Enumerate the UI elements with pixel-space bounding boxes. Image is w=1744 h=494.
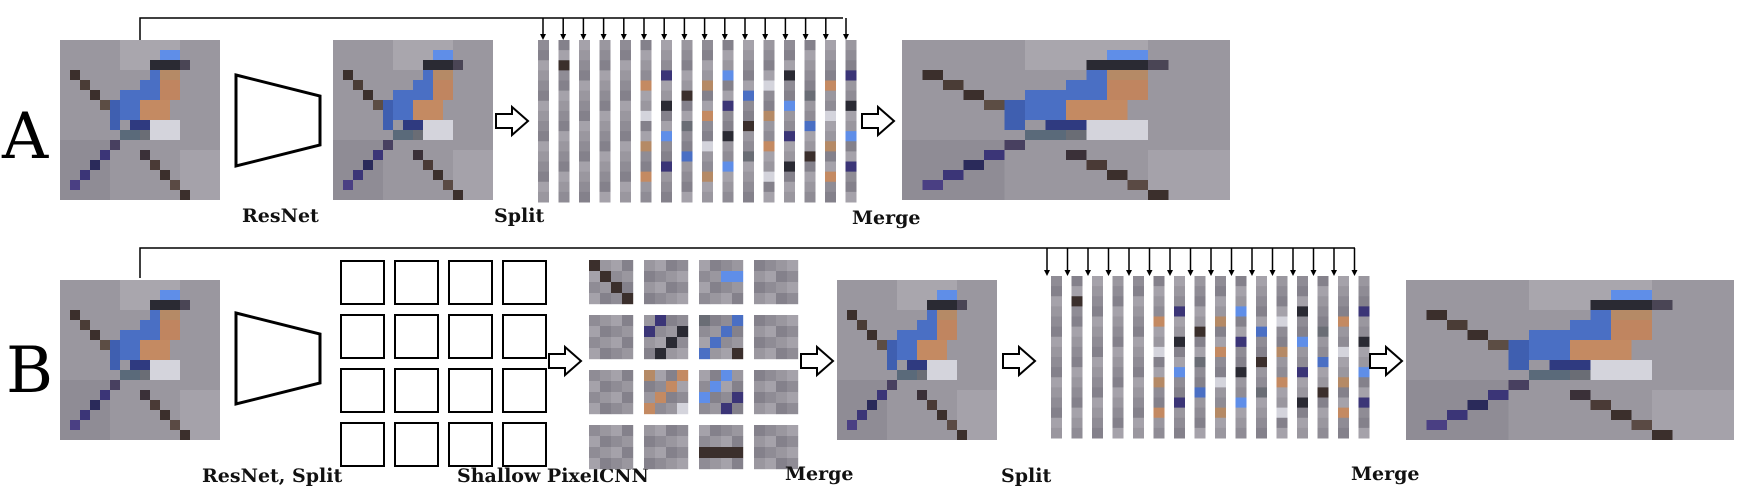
row-b-arrow-1 [548, 344, 583, 378]
row-b-arrow-3 [1002, 344, 1037, 378]
empty-patch [448, 314, 493, 359]
image-patch [589, 425, 634, 470]
split-strip [763, 40, 775, 203]
split-strip [1215, 276, 1226, 439]
split-strip [1133, 276, 1144, 439]
image-patch [644, 260, 689, 305]
row-a-merged-output-image [902, 40, 1230, 200]
empty-patch [448, 368, 493, 413]
split-strip [599, 40, 611, 203]
split-strip [661, 40, 672, 203]
row-a-letter: A [1, 100, 49, 174]
row-a-input-image [60, 40, 220, 200]
image-patch [589, 315, 634, 360]
row-a-split-strips [534, 40, 866, 203]
row-a-arrow-2 [861, 104, 896, 138]
row-b-empty-patch-grid [340, 260, 547, 467]
image-patch [754, 425, 799, 470]
row-b-arrow-2 [800, 344, 835, 378]
row-b-filled-patch-grid [589, 260, 799, 470]
empty-patch [340, 368, 385, 413]
split-strip [1071, 276, 1083, 439]
image-patch [699, 425, 744, 470]
split-strip [620, 40, 631, 203]
split-strip [538, 40, 549, 203]
image-patch [754, 370, 799, 415]
empty-patch [394, 260, 439, 305]
split-strip [579, 40, 590, 203]
split-strip [825, 40, 836, 203]
split-strip [1174, 276, 1185, 439]
row-b-resnet-block [234, 311, 322, 406]
empty-patch [394, 422, 439, 467]
image-patch [699, 315, 744, 360]
empty-patch [448, 260, 493, 305]
row-a-arrow-1 [495, 104, 530, 138]
split-strip [1297, 276, 1308, 439]
row-a-split-label: Split [494, 205, 544, 227]
row-a-resnet-block [234, 73, 322, 168]
empty-patch [502, 314, 547, 359]
split-strip [1153, 276, 1165, 439]
image-patch [589, 260, 634, 305]
split-strip [784, 40, 795, 203]
split-strip [743, 40, 754, 203]
row-b-merged-image [837, 280, 997, 440]
row-b-split-strips [1047, 276, 1379, 439]
row-b-merge-label-1: Merge [785, 463, 854, 485]
row-a-resnet-output-image [333, 40, 493, 200]
split-strip [804, 40, 816, 203]
row-b-resnet-split-label: ResNet, Split [202, 465, 342, 487]
split-strip [640, 40, 652, 203]
split-strip [558, 40, 570, 203]
empty-patch [340, 422, 385, 467]
split-strip [1112, 276, 1124, 439]
image-patch [644, 315, 689, 360]
empty-patch [394, 314, 439, 359]
split-strip [722, 40, 734, 203]
row-b-feedback-connector [139, 247, 1358, 278]
split-strip [1092, 276, 1103, 439]
image-patch [754, 315, 799, 360]
row-b-final-output-image [1406, 280, 1734, 440]
split-strip [1235, 276, 1247, 439]
empty-patch [502, 260, 547, 305]
row-b-letter: B [6, 334, 53, 408]
split-strip [1317, 276, 1329, 439]
image-patch [589, 370, 634, 415]
image-patch [644, 370, 689, 415]
split-strip [845, 40, 857, 203]
empty-patch [394, 368, 439, 413]
empty-patch [448, 422, 493, 467]
row-b-input-image [60, 280, 220, 440]
split-strip [1194, 276, 1206, 439]
image-patch [754, 260, 799, 305]
split-strip [1338, 276, 1349, 439]
image-patch [699, 370, 744, 415]
empty-patch [502, 368, 547, 413]
image-patch [699, 260, 744, 305]
row-b-arrow-4 [1369, 344, 1404, 378]
row-a-merge-label: Merge [852, 207, 921, 229]
split-strip [702, 40, 713, 203]
row-b-split-label: Split [1001, 465, 1051, 487]
row-b-shallow-pixelcnn-label: Shallow PixelCNN [457, 465, 649, 487]
split-strip [1276, 276, 1288, 439]
split-strip [1358, 276, 1370, 439]
split-strip [681, 40, 693, 203]
row-a-resnet-label: ResNet [242, 205, 319, 227]
split-strip [1051, 276, 1062, 439]
empty-patch [340, 260, 385, 305]
empty-patch [340, 314, 385, 359]
row-b-merge-label-2: Merge [1351, 463, 1420, 485]
image-patch [644, 425, 689, 470]
row-a-feedback-connector [139, 17, 849, 40]
empty-patch [502, 422, 547, 467]
split-strip [1256, 276, 1267, 439]
